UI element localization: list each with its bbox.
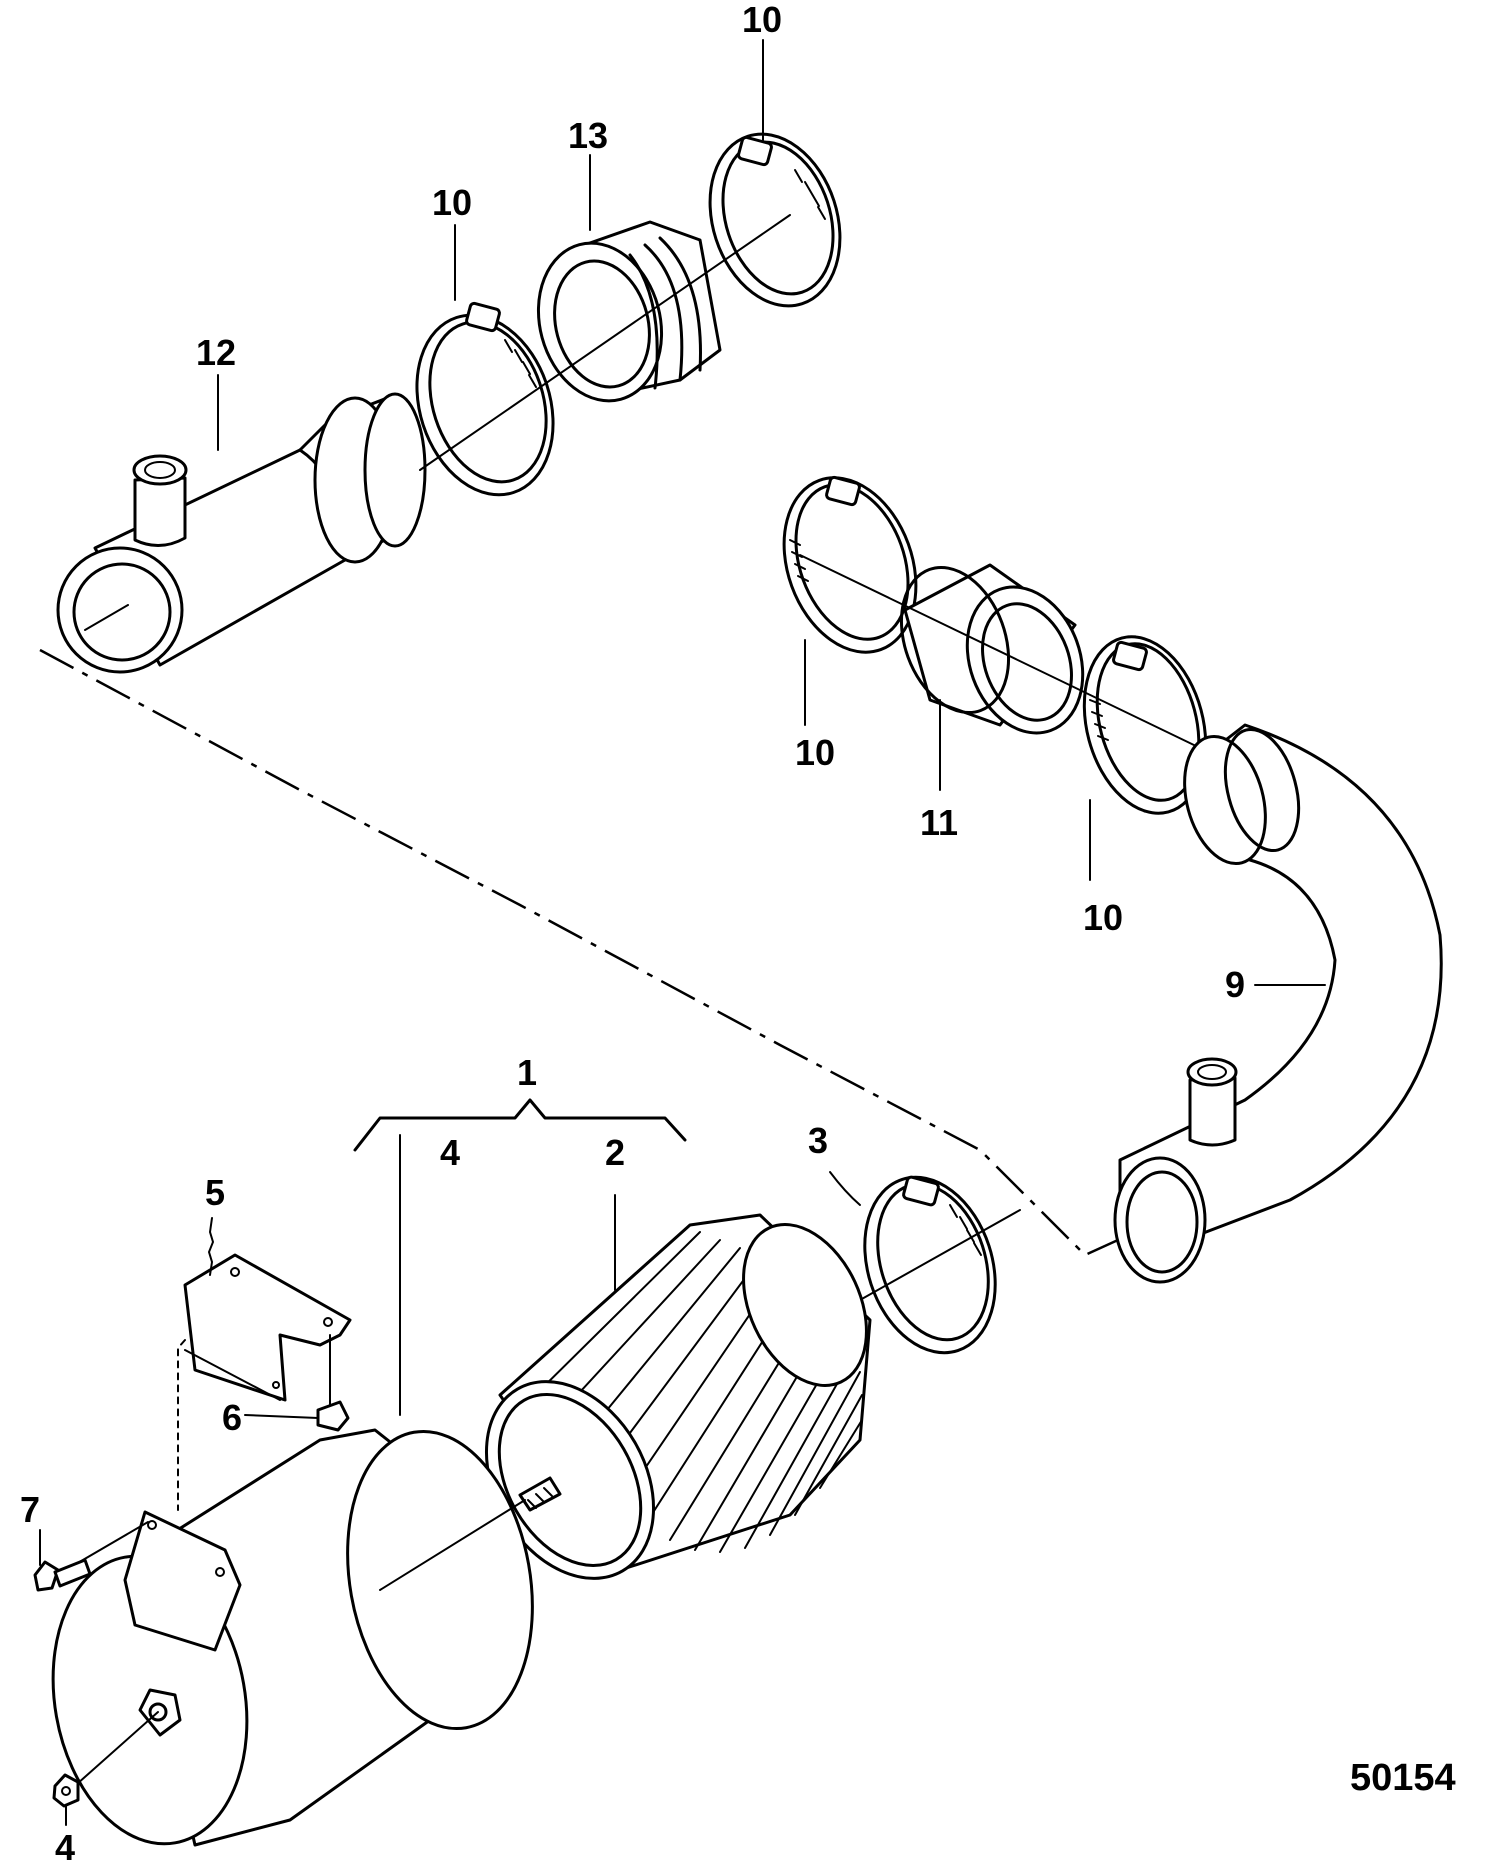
callout-10-top: 10	[742, 0, 782, 40]
callout-10-left: 10	[795, 732, 835, 773]
centerline-12-to-9	[39, 648, 1141, 1257]
leader-part-6	[244, 1414, 319, 1419]
leader-part-3	[829, 1171, 861, 1206]
callout-6: 6	[222, 1397, 242, 1438]
centerline-10-to-9	[799, 554, 1226, 761]
callout-10-right: 10	[1083, 897, 1123, 938]
hose-clamp-part-3	[863, 1175, 997, 1355]
callout-11: 11	[920, 802, 958, 843]
centerline-housing-to-filter	[379, 1499, 526, 1591]
nut-part-6	[316, 1400, 350, 1432]
callout-13: 13	[568, 115, 608, 156]
mounting-bracket-part-5	[183, 1253, 352, 1402]
centerline-12-to-13	[419, 214, 791, 471]
hose-clamp-part-10-a	[415, 301, 555, 497]
leader-part-5	[207, 1217, 215, 1276]
leader-bracket-dashed	[177, 1339, 186, 1511]
filter-housing-part-4	[51, 1428, 534, 1847]
callout-2: 2	[605, 1132, 625, 1173]
nut-part-4	[52, 1773, 80, 1808]
callout-3: 3	[808, 1120, 828, 1161]
callout-1: 1	[517, 1052, 537, 1093]
callout-10-mid: 10	[432, 182, 472, 223]
hose-clamp-part-10-b	[708, 132, 842, 308]
sleeve-part-11	[899, 563, 1085, 735]
callout-4-top: 4	[440, 1132, 460, 1173]
coupler-hose-part-13	[536, 220, 722, 403]
air-filter-element-part-2	[484, 1213, 872, 1580]
callout-5: 5	[205, 1172, 225, 1213]
intake-tube-part-12	[56, 392, 427, 674]
callout-4-bottom: 4	[55, 1827, 75, 1868]
centerline-nut-4	[67, 1711, 159, 1793]
figure-number: 50154	[1350, 1757, 1456, 1799]
callout-12: 12	[196, 332, 236, 373]
hose-clamp-part-10-c	[782, 475, 918, 654]
elbow-hose-part-9	[1113, 723, 1443, 1284]
hose-clamp-part-10-d	[1082, 635, 1208, 815]
bolt-part-7	[33, 1558, 92, 1592]
callout-9: 9	[1225, 964, 1245, 1005]
assembly-bracket-part-1	[353, 1098, 687, 1152]
centerline-3	[859, 1209, 1021, 1301]
callout-7: 7	[20, 1489, 40, 1530]
